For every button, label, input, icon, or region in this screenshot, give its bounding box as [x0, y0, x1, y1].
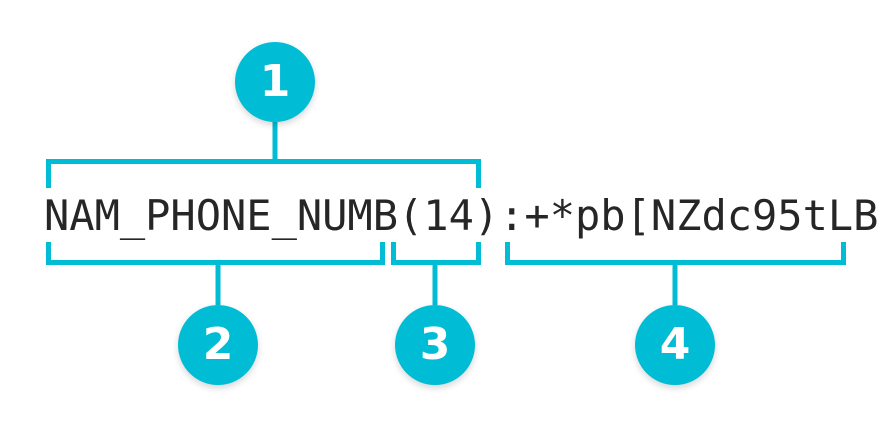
annotation-badge-1[interactable]: 1	[235, 42, 315, 122]
annotation-badge-2[interactable]: 2	[178, 305, 258, 385]
bracket-2	[46, 242, 385, 305]
annotation-badge-4[interactable]: 4	[635, 305, 715, 385]
token-string: NAM_PHONE_NUMB(14):+*pb[NZdc95tLB	[44, 191, 879, 240]
annotation-badge-3[interactable]: 3	[395, 305, 475, 385]
bracket-1	[46, 122, 481, 188]
bracket-4	[505, 242, 846, 305]
bracket-3	[391, 242, 481, 305]
